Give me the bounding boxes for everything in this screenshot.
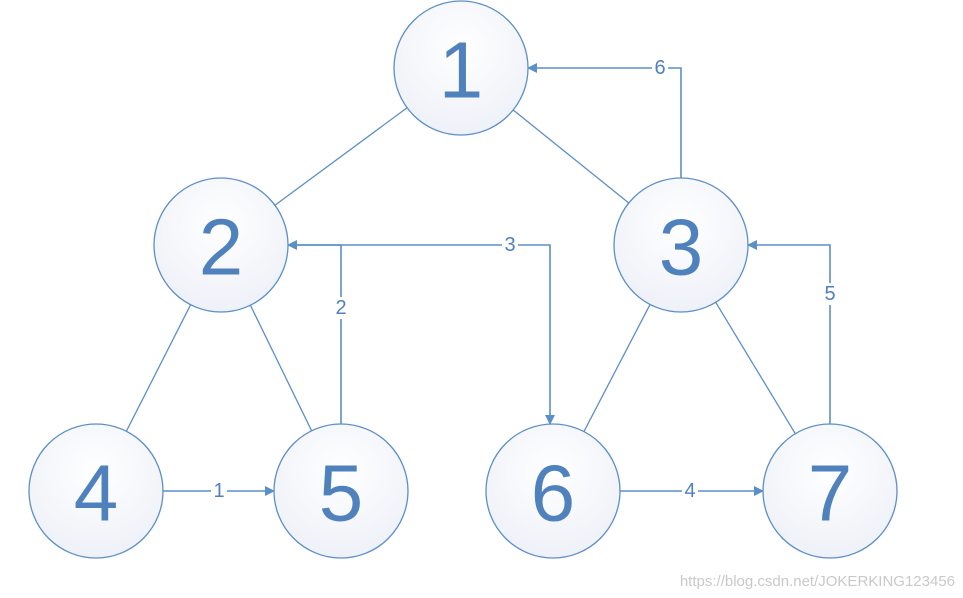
nodes: 1 2 3 4 5 6 7 <box>28 0 898 559</box>
node-label: 7 <box>808 449 853 538</box>
edge-label-bg <box>502 234 518 256</box>
node-1: 1 <box>393 0 529 136</box>
node-label: 5 <box>319 449 364 538</box>
node-label: 3 <box>659 203 704 292</box>
edge-label-bg <box>333 297 349 319</box>
edge-weight-label: 2 <box>335 297 346 319</box>
node-circle <box>762 423 898 559</box>
weighted-edge-5-2 <box>287 240 342 424</box>
tree-edges <box>125 107 796 435</box>
node-7: 7 <box>762 423 898 559</box>
node-5: 5 <box>273 423 409 559</box>
edge-weight-label: 6 <box>654 57 665 79</box>
edge-weight-label: 3 <box>504 234 515 256</box>
edge-label-bg <box>682 480 698 502</box>
node-label: 1 <box>439 26 484 115</box>
node-3: 3 <box>613 177 749 313</box>
node-circle <box>153 177 289 313</box>
edge-weight-label: 1 <box>213 480 224 502</box>
weighted-edges <box>163 63 831 496</box>
tree-edge-1-2 <box>274 107 408 206</box>
node-label: 6 <box>531 449 576 538</box>
node-circle <box>393 0 529 136</box>
node-6: 6 <box>485 423 621 559</box>
tree-edge-3-6 <box>583 304 651 432</box>
edge-label-bg <box>652 57 668 79</box>
weighted-edge-7-3 <box>747 240 831 424</box>
node-circle <box>28 423 164 559</box>
node-2: 2 <box>153 177 289 313</box>
node-4: 4 <box>28 423 164 559</box>
weighted-edge-3-1 <box>527 63 682 178</box>
edge-weight-label: 4 <box>684 480 695 502</box>
node-label: 2 <box>199 203 244 292</box>
tree-edge-1-3 <box>512 109 630 204</box>
node-circle <box>613 177 749 313</box>
node-circle <box>485 423 621 559</box>
weighted-edge-2-6 <box>288 244 555 425</box>
tree-edge-3-7 <box>715 301 796 435</box>
watermark: https://blog.csdn.net/JOKERKING123456 <box>679 573 955 590</box>
edge-label-bg <box>211 480 227 502</box>
node-circle <box>273 423 409 559</box>
edge-labels: 1 2 3 4 5 6 <box>211 57 838 502</box>
edge-weight-label: 5 <box>824 283 835 305</box>
edge-label-bg <box>822 283 838 305</box>
tree-edge-2-5 <box>249 304 313 432</box>
tree-edge-2-4 <box>125 304 192 432</box>
node-label: 4 <box>74 449 119 538</box>
